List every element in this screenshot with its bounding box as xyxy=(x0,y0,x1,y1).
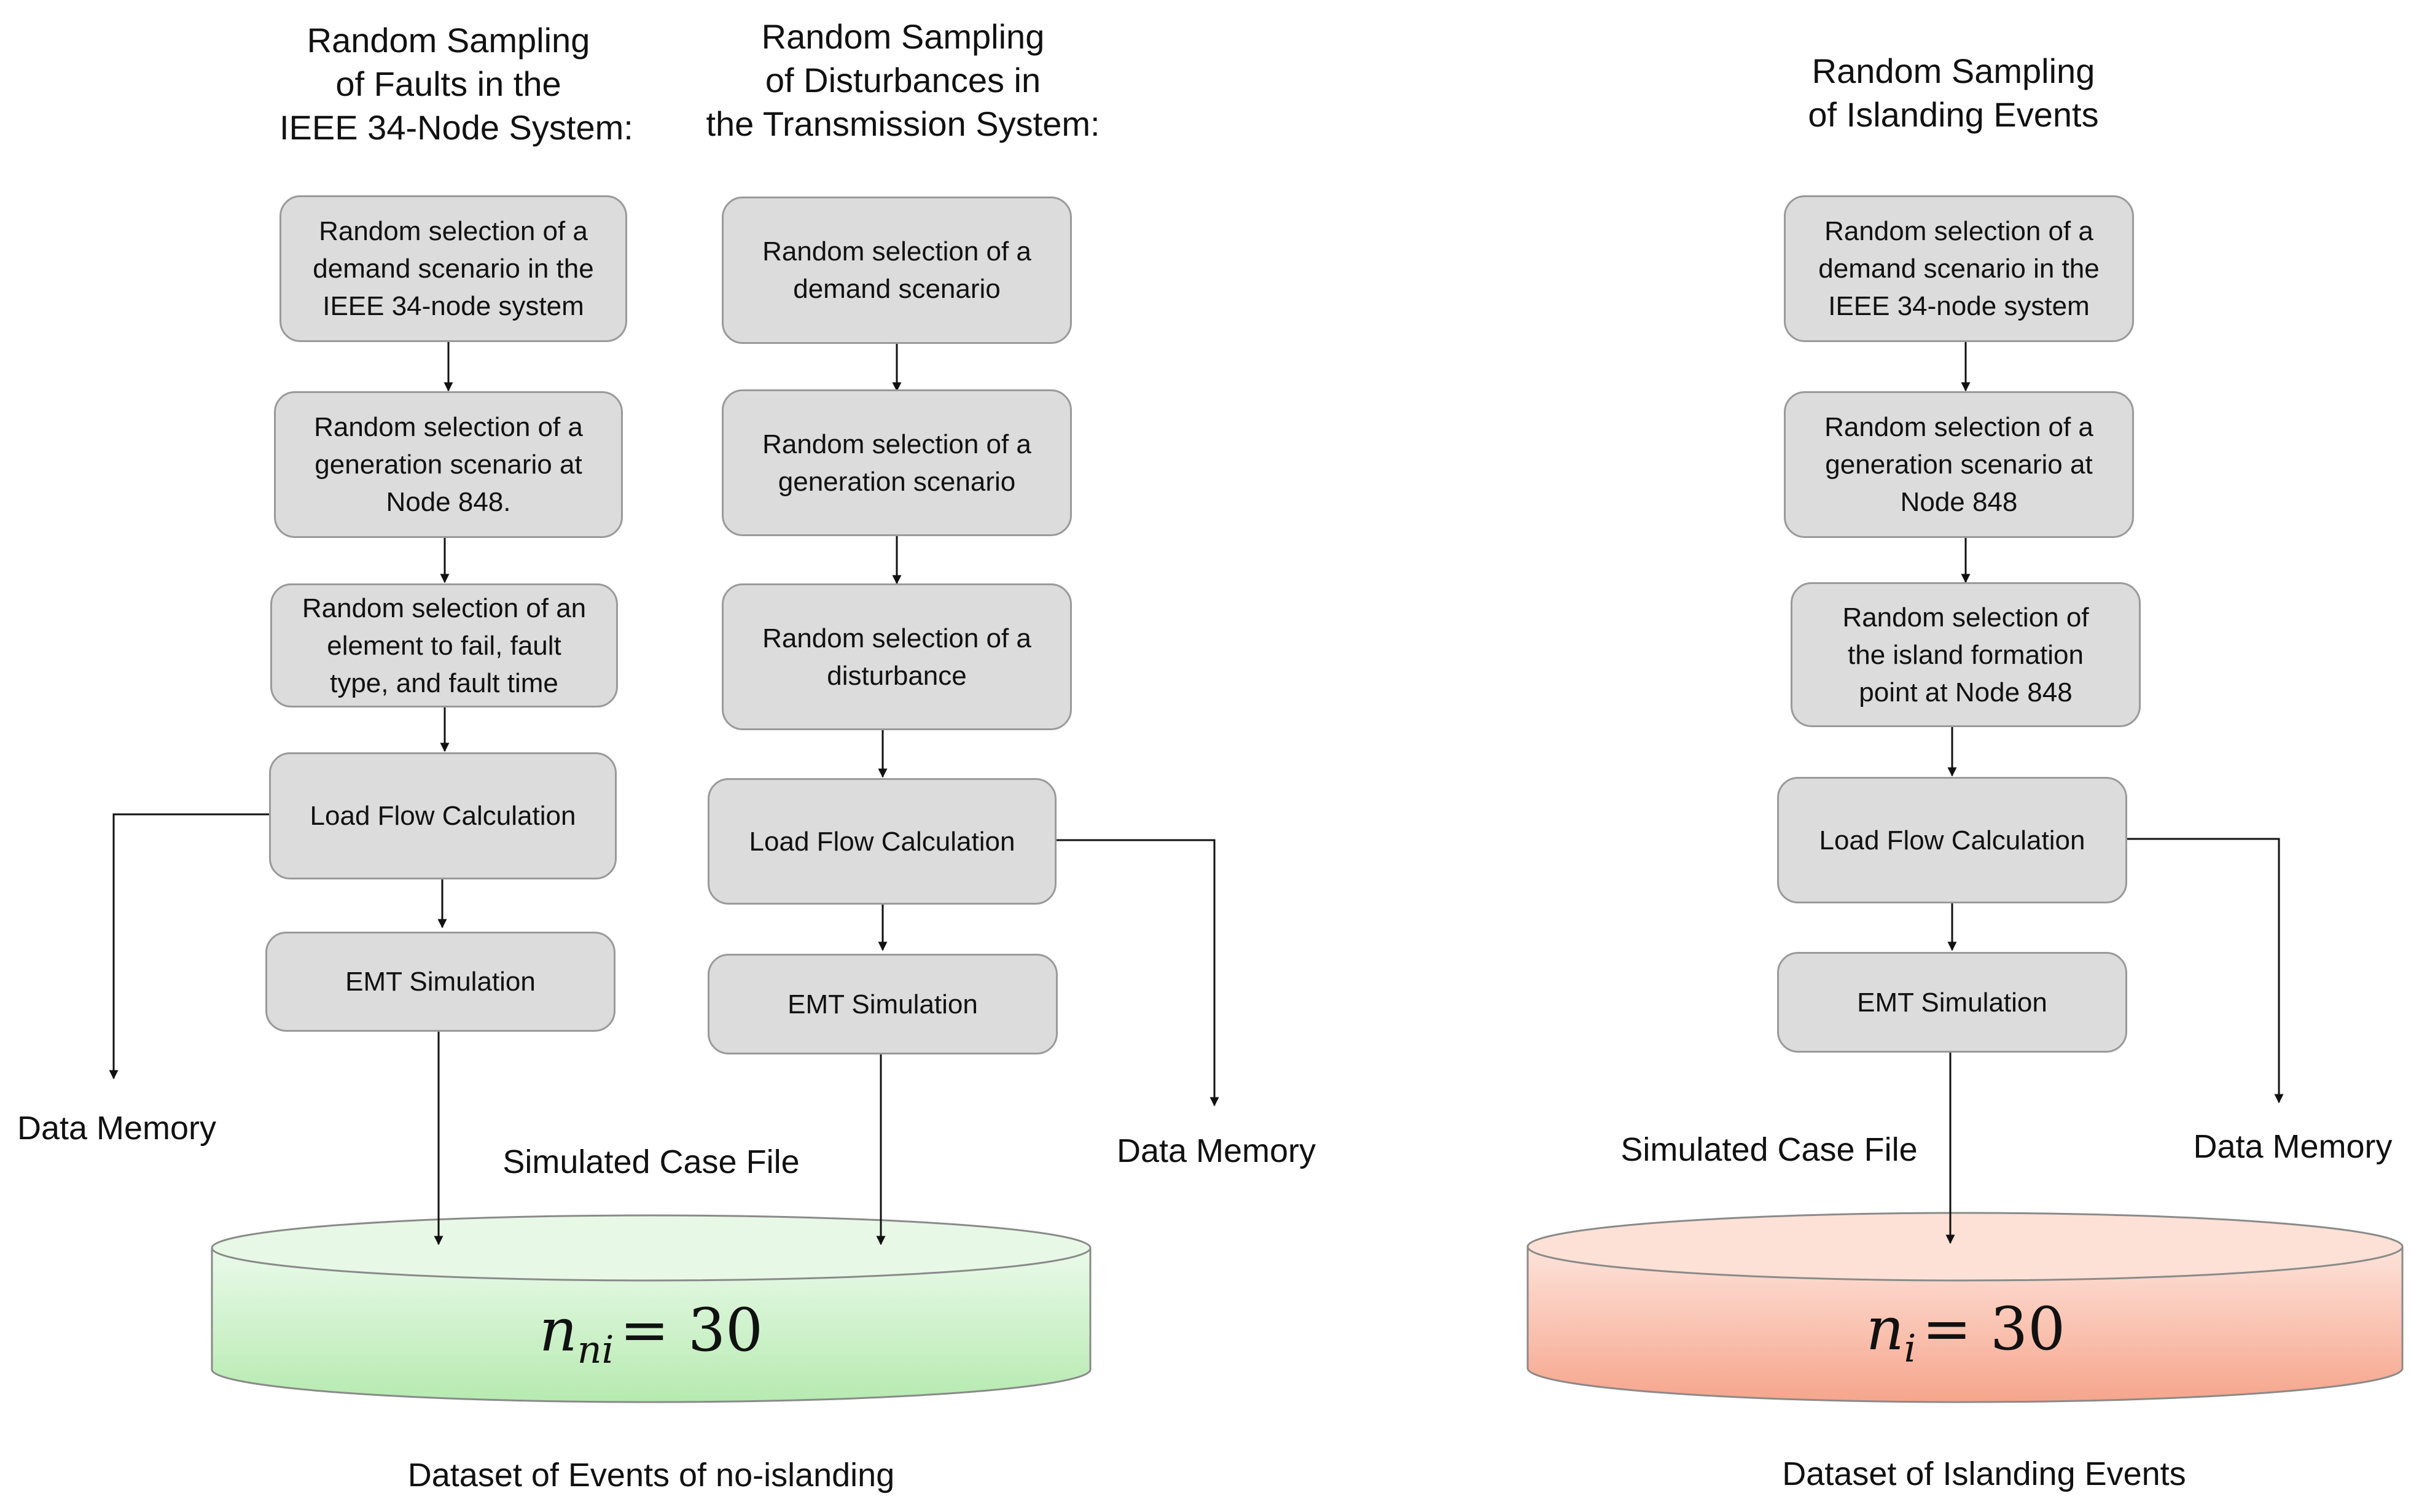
step-isl-generation: Random selection of a generation scenario… xyxy=(1784,391,2134,538)
step-isl-demand: Random selection of a demand scenario in … xyxy=(1784,195,2134,342)
step-text: Random selection of a xyxy=(1824,216,2093,246)
equation-islanding: ni = 30 xyxy=(1781,1295,2150,1371)
step-faults-emt: EMT Simulation xyxy=(265,932,615,1032)
step-faults-load-flow: Load Flow Calculation xyxy=(269,752,617,879)
step-dist-load-flow: Load Flow Calculation xyxy=(708,778,1057,905)
title-islanding: Random Sampling of Islanding Events xyxy=(1769,49,2138,136)
step-text: Random selection of xyxy=(1842,602,2089,633)
step-dist-emt: EMT Simulation xyxy=(708,954,1058,1054)
step-faults-generation: Random selection of a generation scenario… xyxy=(274,391,623,538)
step-text: IEEE 34-node system xyxy=(322,291,584,321)
step-text: Random selection of a xyxy=(314,412,583,442)
step-isl-emt: EMT Simulation xyxy=(1777,952,2127,1053)
step-text: disturbance xyxy=(827,660,967,691)
equation-subscript: ni xyxy=(577,1327,614,1373)
title-faults-line-3: IEEE 34-Node System: xyxy=(279,108,633,147)
label-data-memory-middle: Data Memory xyxy=(1116,1132,1316,1169)
title-disturbances-line-1: Random Sampling xyxy=(761,17,1045,56)
caption-no-islanding: Dataset of Events of no-islanding xyxy=(407,1457,895,1494)
title-disturbances: Random Sampling of Disturbances in the T… xyxy=(688,15,1118,146)
title-islanding-line-1: Random Sampling xyxy=(1811,52,2095,90)
arrow-dist-loadflow-to-memory xyxy=(1057,839,1219,1107)
step-text: demand scenario in the xyxy=(1818,254,2100,284)
step-text: element to fail, fault xyxy=(327,630,561,661)
step-text: the island formation xyxy=(1848,639,2084,670)
step-text: Random selection of a xyxy=(762,429,1031,459)
label-simulated-case-file-right: Simulated Case File xyxy=(1620,1131,1918,1168)
step-text: demand scenario in the xyxy=(313,254,594,284)
dataset-cylinder-islanding xyxy=(1526,1212,2404,1403)
arrow-isl-loadflow-to-memory xyxy=(2127,838,2284,1104)
step-text: generation scenario at xyxy=(1825,450,2093,480)
title-faults-line-1: Random Sampling xyxy=(307,21,590,60)
step-text: Load Flow Calculation xyxy=(749,826,1015,857)
title-disturbances-line-2: of Disturbances in xyxy=(765,61,1041,99)
arrow-faults-loadflow-to-memory xyxy=(109,813,269,1080)
step-text: Random selection of an xyxy=(302,593,587,623)
step-text: Random selection of a xyxy=(1824,412,2093,442)
equation-variable: n xyxy=(1866,1295,1904,1363)
title-faults-line-2: of Faults in the xyxy=(335,64,561,103)
step-text: EMT Simulation xyxy=(345,967,536,997)
step-text: EMT Simulation xyxy=(1857,987,2047,1018)
step-text: Random selection of a xyxy=(762,623,1031,653)
step-dist-disturbance: Random selection of a disturbance xyxy=(722,583,1072,730)
step-text: Node 848 xyxy=(1900,487,2018,517)
title-faults: Random Sampling of Faults in the IEEE 34… xyxy=(279,18,633,149)
label-simulated-case-file-left: Simulated Case File xyxy=(502,1144,800,1180)
equation-subscript: i xyxy=(1904,1326,1917,1371)
step-faults-demand: Random selection of a demand scenario in … xyxy=(279,195,627,342)
step-faults-element: Random selection of an element to fail, f… xyxy=(270,583,618,707)
step-text: generation scenario at xyxy=(315,450,582,480)
step-isl-load-flow: Load Flow Calculation xyxy=(1777,777,2127,903)
step-text: demand scenario xyxy=(793,274,1001,304)
title-islanding-line-2: of Islanding Events xyxy=(1808,95,2099,134)
equation-value: = 30 xyxy=(1922,1295,2066,1363)
step-text: Random selection of a xyxy=(762,236,1031,267)
title-disturbances-line-3: the Transmission System: xyxy=(706,104,1100,143)
step-dist-demand: Random selection of a demand scenario xyxy=(722,197,1072,344)
dataset-cylinder-no-islanding xyxy=(211,1214,1092,1403)
step-text: point at Node 848 xyxy=(1859,677,2073,707)
label-data-memory-left: Data Memory xyxy=(17,1110,217,1147)
step-text: Load Flow Calculation xyxy=(1819,825,2085,855)
caption-islanding: Dataset of Islanding Events xyxy=(1782,1455,2186,1492)
equation-value: = 30 xyxy=(620,1296,764,1365)
step-text: Random selection of a xyxy=(319,216,588,246)
equation-no-islanding: nni = 30 xyxy=(467,1296,835,1372)
step-text: Node 848. xyxy=(386,487,511,517)
equation-variable: n xyxy=(539,1296,577,1365)
step-isl-island-point: Random selection of the island formation p… xyxy=(1791,582,2141,727)
step-text: Load Flow Calculation xyxy=(310,801,576,831)
step-text: IEEE 34-node system xyxy=(1828,291,2090,321)
step-text: EMT Simulation xyxy=(787,989,978,1019)
step-dist-generation: Random selection of a generation scenario xyxy=(722,389,1072,536)
step-text: generation scenario xyxy=(778,466,1016,497)
label-data-memory-right: Data Memory xyxy=(2193,1128,2393,1165)
step-text: type, and fault time xyxy=(330,668,558,698)
